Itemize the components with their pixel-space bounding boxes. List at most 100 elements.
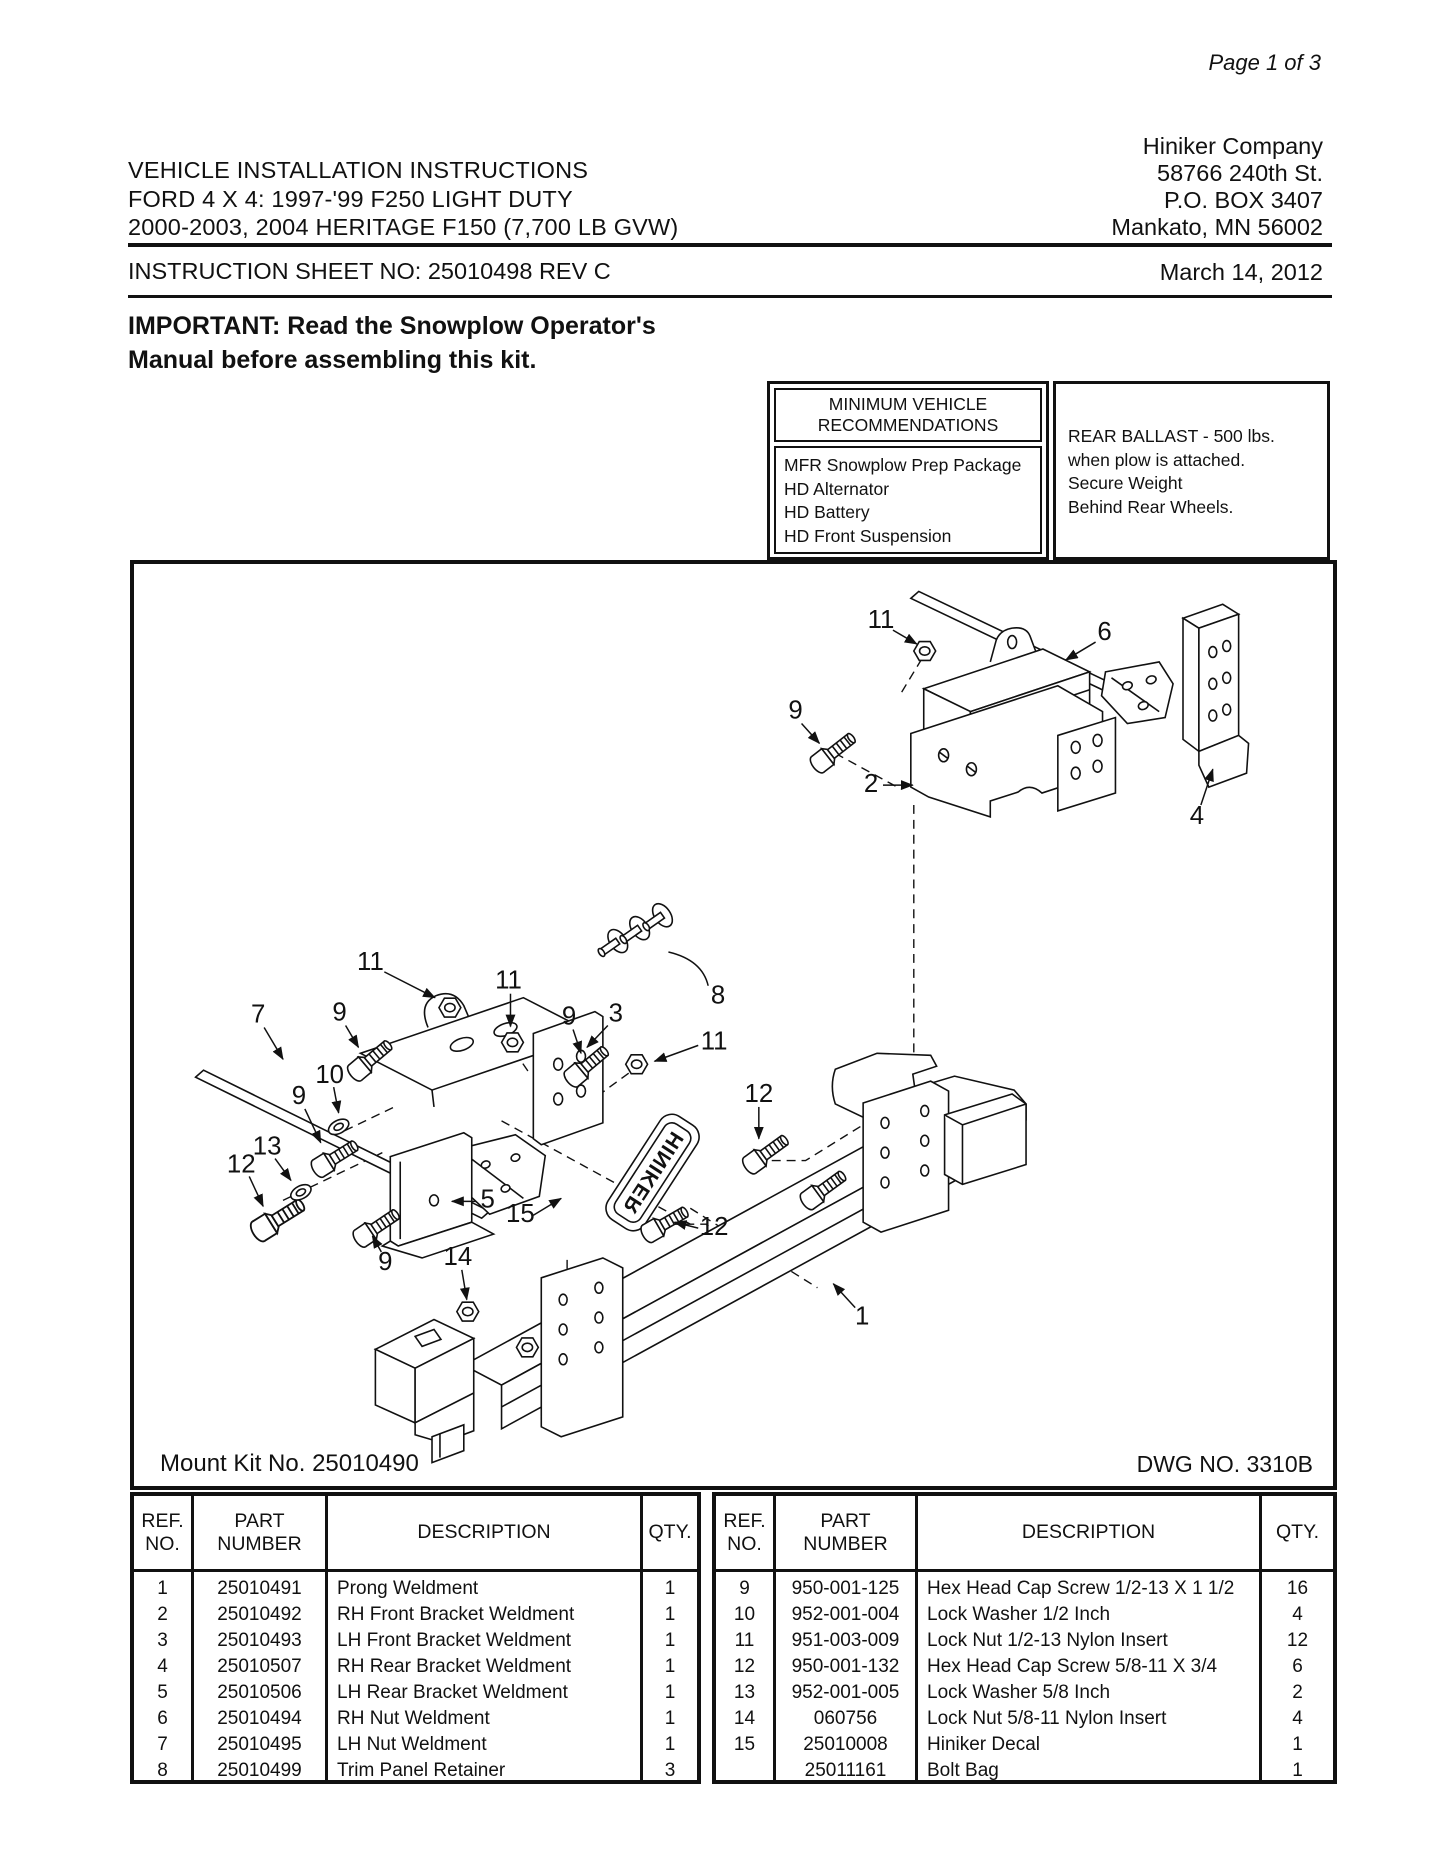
important-line-1: IMPORTANT: Read the Snowplow Operator's [128, 312, 656, 340]
cell-qty: 1 [1292, 1760, 1303, 1781]
column-part-number: PART NUMBER 25010491 25010492 25010493 2… [191, 1496, 325, 1781]
page-indicator: Page 1 of 3 [1208, 50, 1321, 75]
callout-9: 9 [332, 999, 346, 1027]
exploded-diagram: HINIKER [194, 590, 1250, 1464]
cell-qty: 4 [1292, 1604, 1303, 1625]
column-ref-no: REF. NO. 9 10 11 12 13 14 15 [716, 1496, 773, 1780]
header-ref-no: REF. NO. [716, 1496, 773, 1572]
cell-part: 950-001-125 [791, 1578, 900, 1599]
cell-desc: RH Rear Bracket Weldment [337, 1656, 572, 1677]
column-description: DESCRIPTION Prong Weldment RH Front Brac… [325, 1496, 640, 1781]
callout-11: 11 [868, 606, 895, 634]
hiniker-decal: HINIKER [605, 1113, 700, 1232]
bolt-icon [246, 728, 861, 1251]
column-part-number: PART NUMBER 950-001-125 952-001-004 951-… [773, 1496, 915, 1781]
mount-kit-number: Mount Kit No. 25010490 [160, 1450, 419, 1477]
company-street: 58766 240th St. [1157, 160, 1323, 186]
header-ref-no: REF. NO. [134, 1496, 191, 1572]
callout-9: 9 [292, 1082, 306, 1110]
header-part-number: PART NUMBER [194, 1496, 325, 1572]
cell-part: 25010507 [217, 1656, 302, 1677]
column-description: DESCRIPTION Hex Head Cap Screw 1/2-13 X … [915, 1496, 1259, 1781]
cell-part: 25010495 [217, 1734, 302, 1755]
cell-part: 060756 [813, 1708, 878, 1729]
cell-desc: LH Front Bracket Weldment [337, 1630, 572, 1651]
instruction-sheet-number: INSTRUCTION SHEET NO: 25010498 REV C [128, 258, 611, 284]
header-qty: QTY. [643, 1496, 697, 1572]
callout-8: 8 [711, 982, 725, 1010]
cell-desc: RH Front Bracket Weldment [337, 1604, 575, 1625]
cell-part: 25010494 [217, 1708, 302, 1729]
cell-qty: 16 [1286, 1578, 1309, 1599]
cell-desc: Prong Weldment [337, 1578, 479, 1599]
callout-7: 7 [251, 1001, 265, 1029]
cell-qty: 6 [1292, 1656, 1303, 1677]
header-qty: QTY. [1262, 1496, 1333, 1572]
header-part: PART [234, 1509, 285, 1532]
minimum-vehicle-recommendations-box: MINIMUM VEHICLE RECOMMENDATIONS MFR Snow… [767, 381, 1049, 560]
title-line-3: 2000-2003, 2004 HERITAGE F150 (7,700 LB … [128, 214, 679, 240]
cell-desc: LH Rear Bracket Weldment [337, 1682, 568, 1703]
company-pobox: P.O. BOX 3407 [1164, 187, 1323, 213]
cell-ref: 9 [739, 1578, 750, 1599]
cell-qty: 1 [664, 1656, 676, 1677]
header-number: NUMBER [803, 1532, 888, 1555]
header-qty-label: QTY. [648, 1521, 692, 1543]
header-ref: REF. [141, 1509, 184, 1532]
cell-desc: Trim Panel Retainer [337, 1760, 506, 1781]
column-qty: QTY. 16 4 12 6 2 4 1 1 [1259, 1496, 1333, 1781]
callout-6: 6 [1097, 618, 1111, 646]
recommendations-list: MFR Snowplow Prep Package HD Alternator … [774, 446, 1042, 554]
cell-ref: 8 [157, 1760, 168, 1781]
header-no: NO. [727, 1532, 762, 1555]
callout-leaders [248, 629, 1214, 1309]
callout-1: 1 [855, 1303, 869, 1331]
part-5-lh-rear-bracket [380, 1131, 496, 1259]
cell-desc: Bolt Bag [927, 1760, 999, 1781]
important-line-2: Manual before assembling this kit. [128, 346, 537, 374]
exploded-diagram-box: HINIKER [130, 560, 1337, 1490]
cell-desc: Hex Head Cap Screw 1/2-13 X 1 1/2 [927, 1578, 1235, 1599]
ballast-line: Secure Weight [1068, 473, 1183, 493]
header-description-label: DESCRIPTION [1021, 1521, 1156, 1543]
cell-part: 951-003-009 [791, 1630, 900, 1651]
recommendations-title: MINIMUM VEHICLE RECOMMENDATIONS [774, 388, 1042, 442]
cell-ref: 2 [157, 1604, 168, 1625]
document-title: VEHICLE INSTALLATION INSTRUCTIONS FORD 4… [128, 156, 678, 242]
cell-desc: Lock Washer 1/2 Inch [927, 1604, 1111, 1625]
cell-qty: 2 [1292, 1682, 1303, 1703]
document-date: March 14, 2012 [1159, 259, 1323, 285]
cell-desc: RH Nut Weldment [337, 1708, 490, 1729]
cell-ref: 6 [157, 1708, 168, 1729]
cell-desc: Hiniker Decal [927, 1734, 1040, 1755]
part-1-prong-weldment [373, 1052, 1027, 1464]
cell-desc: Lock Nut 1/2-13 Nylon Insert [927, 1630, 1168, 1651]
cell-ref: 12 [733, 1656, 756, 1677]
company-name: Hiniker Company [1142, 133, 1323, 159]
cell-qty: 12 [1286, 1630, 1309, 1651]
callout-11: 11 [495, 967, 522, 995]
part-2-rh-front-bracket [910, 627, 1117, 818]
callout-9: 9 [378, 1248, 392, 1276]
cell-qty: 1 [1292, 1734, 1303, 1755]
cell-part: 25010499 [217, 1760, 302, 1781]
cell-ref: 3 [157, 1630, 168, 1651]
cell-desc: Lock Nut 5/8-11 Nylon Insert [927, 1708, 1167, 1729]
cell-part: 25010008 [803, 1734, 888, 1755]
title-line-1: VEHICLE INSTALLATION INSTRUCTIONS [128, 157, 589, 183]
header-no: NO. [145, 1532, 180, 1555]
callout-15: 15 [506, 1200, 535, 1228]
cell-ref: 1 [157, 1578, 168, 1599]
header-number: NUMBER [217, 1532, 302, 1555]
cell-part: 25010493 [217, 1630, 302, 1651]
part-4-rh-rear-bracket [1181, 603, 1250, 789]
cell-ref: 7 [157, 1734, 168, 1755]
important-note: IMPORTANT: Read the Snowplow Operator's … [128, 309, 656, 377]
sheet-divider [128, 295, 1332, 298]
part-8-trim-panel-retainers [591, 899, 678, 966]
cell-desc: Lock Washer 5/8 Inch [927, 1682, 1111, 1703]
cell-part: 952-001-004 [791, 1604, 900, 1625]
header-description-label: DESCRIPTION [417, 1521, 551, 1543]
cell-part: 25010492 [217, 1604, 302, 1625]
